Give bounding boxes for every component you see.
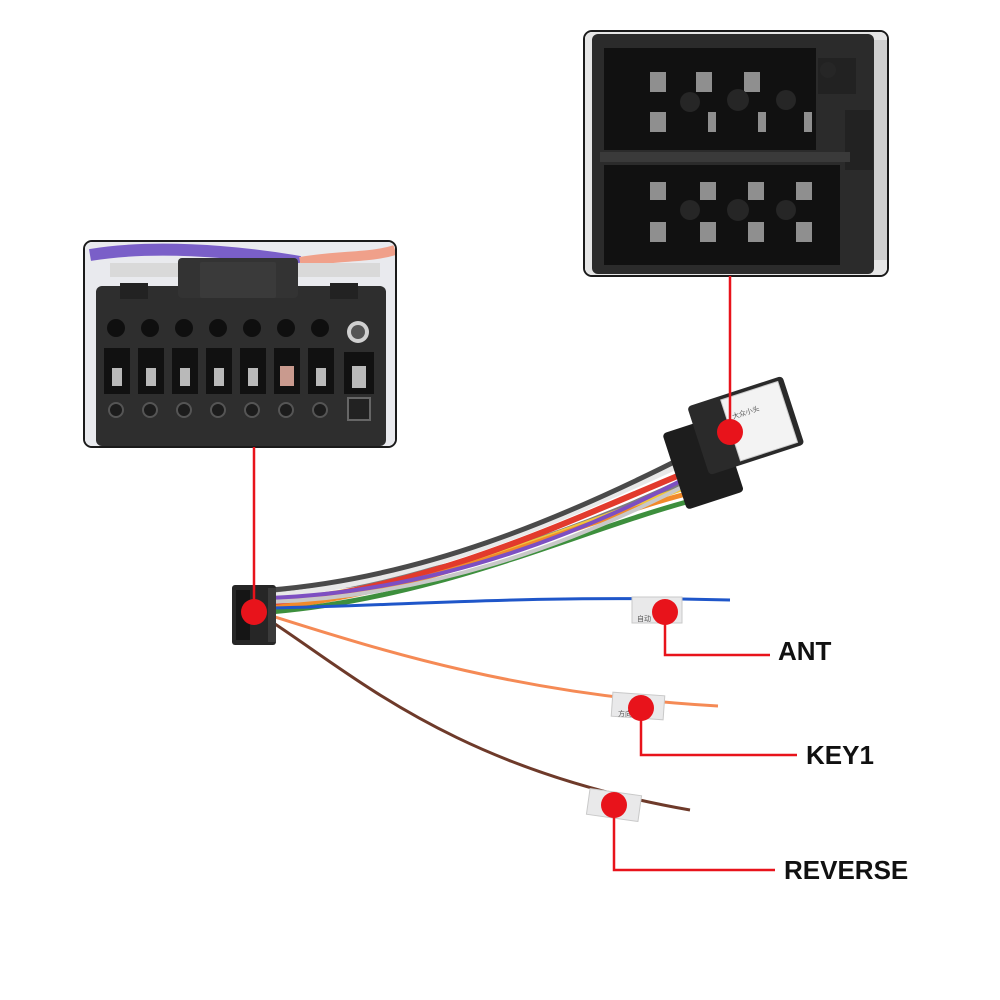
label-key1: KEY1	[806, 740, 874, 770]
svg-text:自动: 自动	[637, 614, 651, 623]
red-dot-marker-key1	[628, 695, 654, 721]
label-ant: ANT	[778, 636, 832, 666]
markers	[241, 419, 743, 818]
label-reverse: REVERSE	[784, 855, 908, 885]
svg-text:方向: 方向	[618, 709, 632, 718]
red-dot-marker-left-plug	[241, 599, 267, 625]
red-dot-marker-iso-plug	[717, 419, 743, 445]
left-connector-closeup-inset	[83, 240, 397, 448]
red-dot-marker-ant	[652, 599, 678, 625]
right-connector-closeup-inset	[583, 30, 889, 277]
leader-line-reverse	[612, 805, 775, 872]
leader-line-ant	[663, 612, 770, 657]
leader-line-key1	[639, 708, 797, 757]
wire-bundle	[267, 453, 731, 812]
leader-lines	[252, 276, 797, 872]
red-dot-marker-reverse	[601, 792, 627, 818]
